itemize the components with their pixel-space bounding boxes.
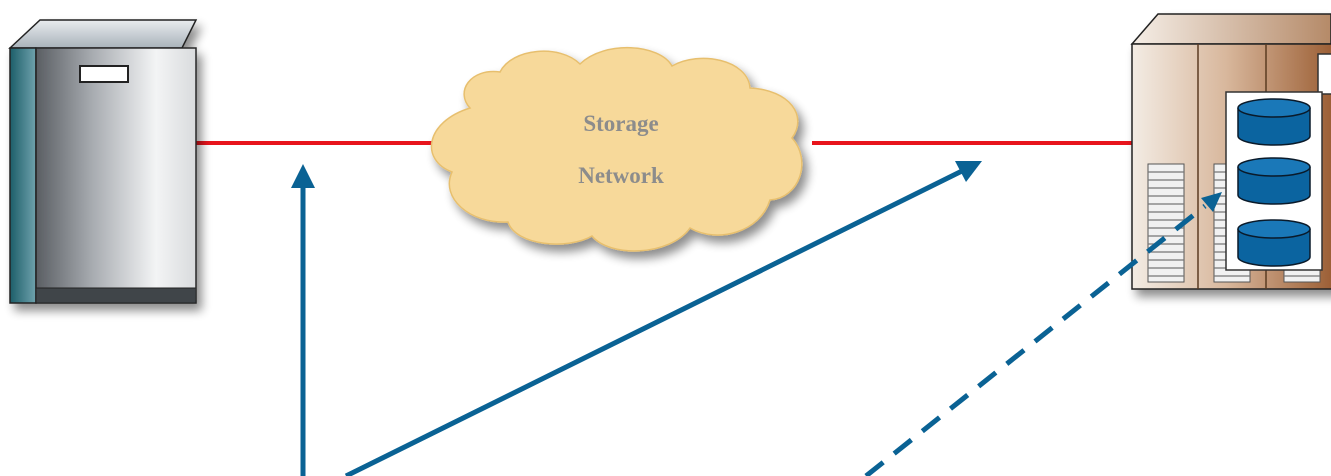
disk-volume-icon: [1237, 219, 1311, 267]
disk-volume-icon: [1237, 157, 1311, 205]
cloud-label-line1: Storage: [583, 111, 658, 136]
arrow-to-storage-link: [344, 161, 982, 476]
disk-volume-icon: [1237, 98, 1311, 146]
dashed-arrow-to-volume: [864, 192, 1222, 476]
server-tower-icon: [8, 19, 198, 304]
vent-grille: [1147, 163, 1185, 283]
cloud-label-line2: Network: [578, 163, 664, 188]
arrow-to-host-link: [291, 164, 315, 476]
cloud-icon: Storage Network: [430, 46, 803, 252]
